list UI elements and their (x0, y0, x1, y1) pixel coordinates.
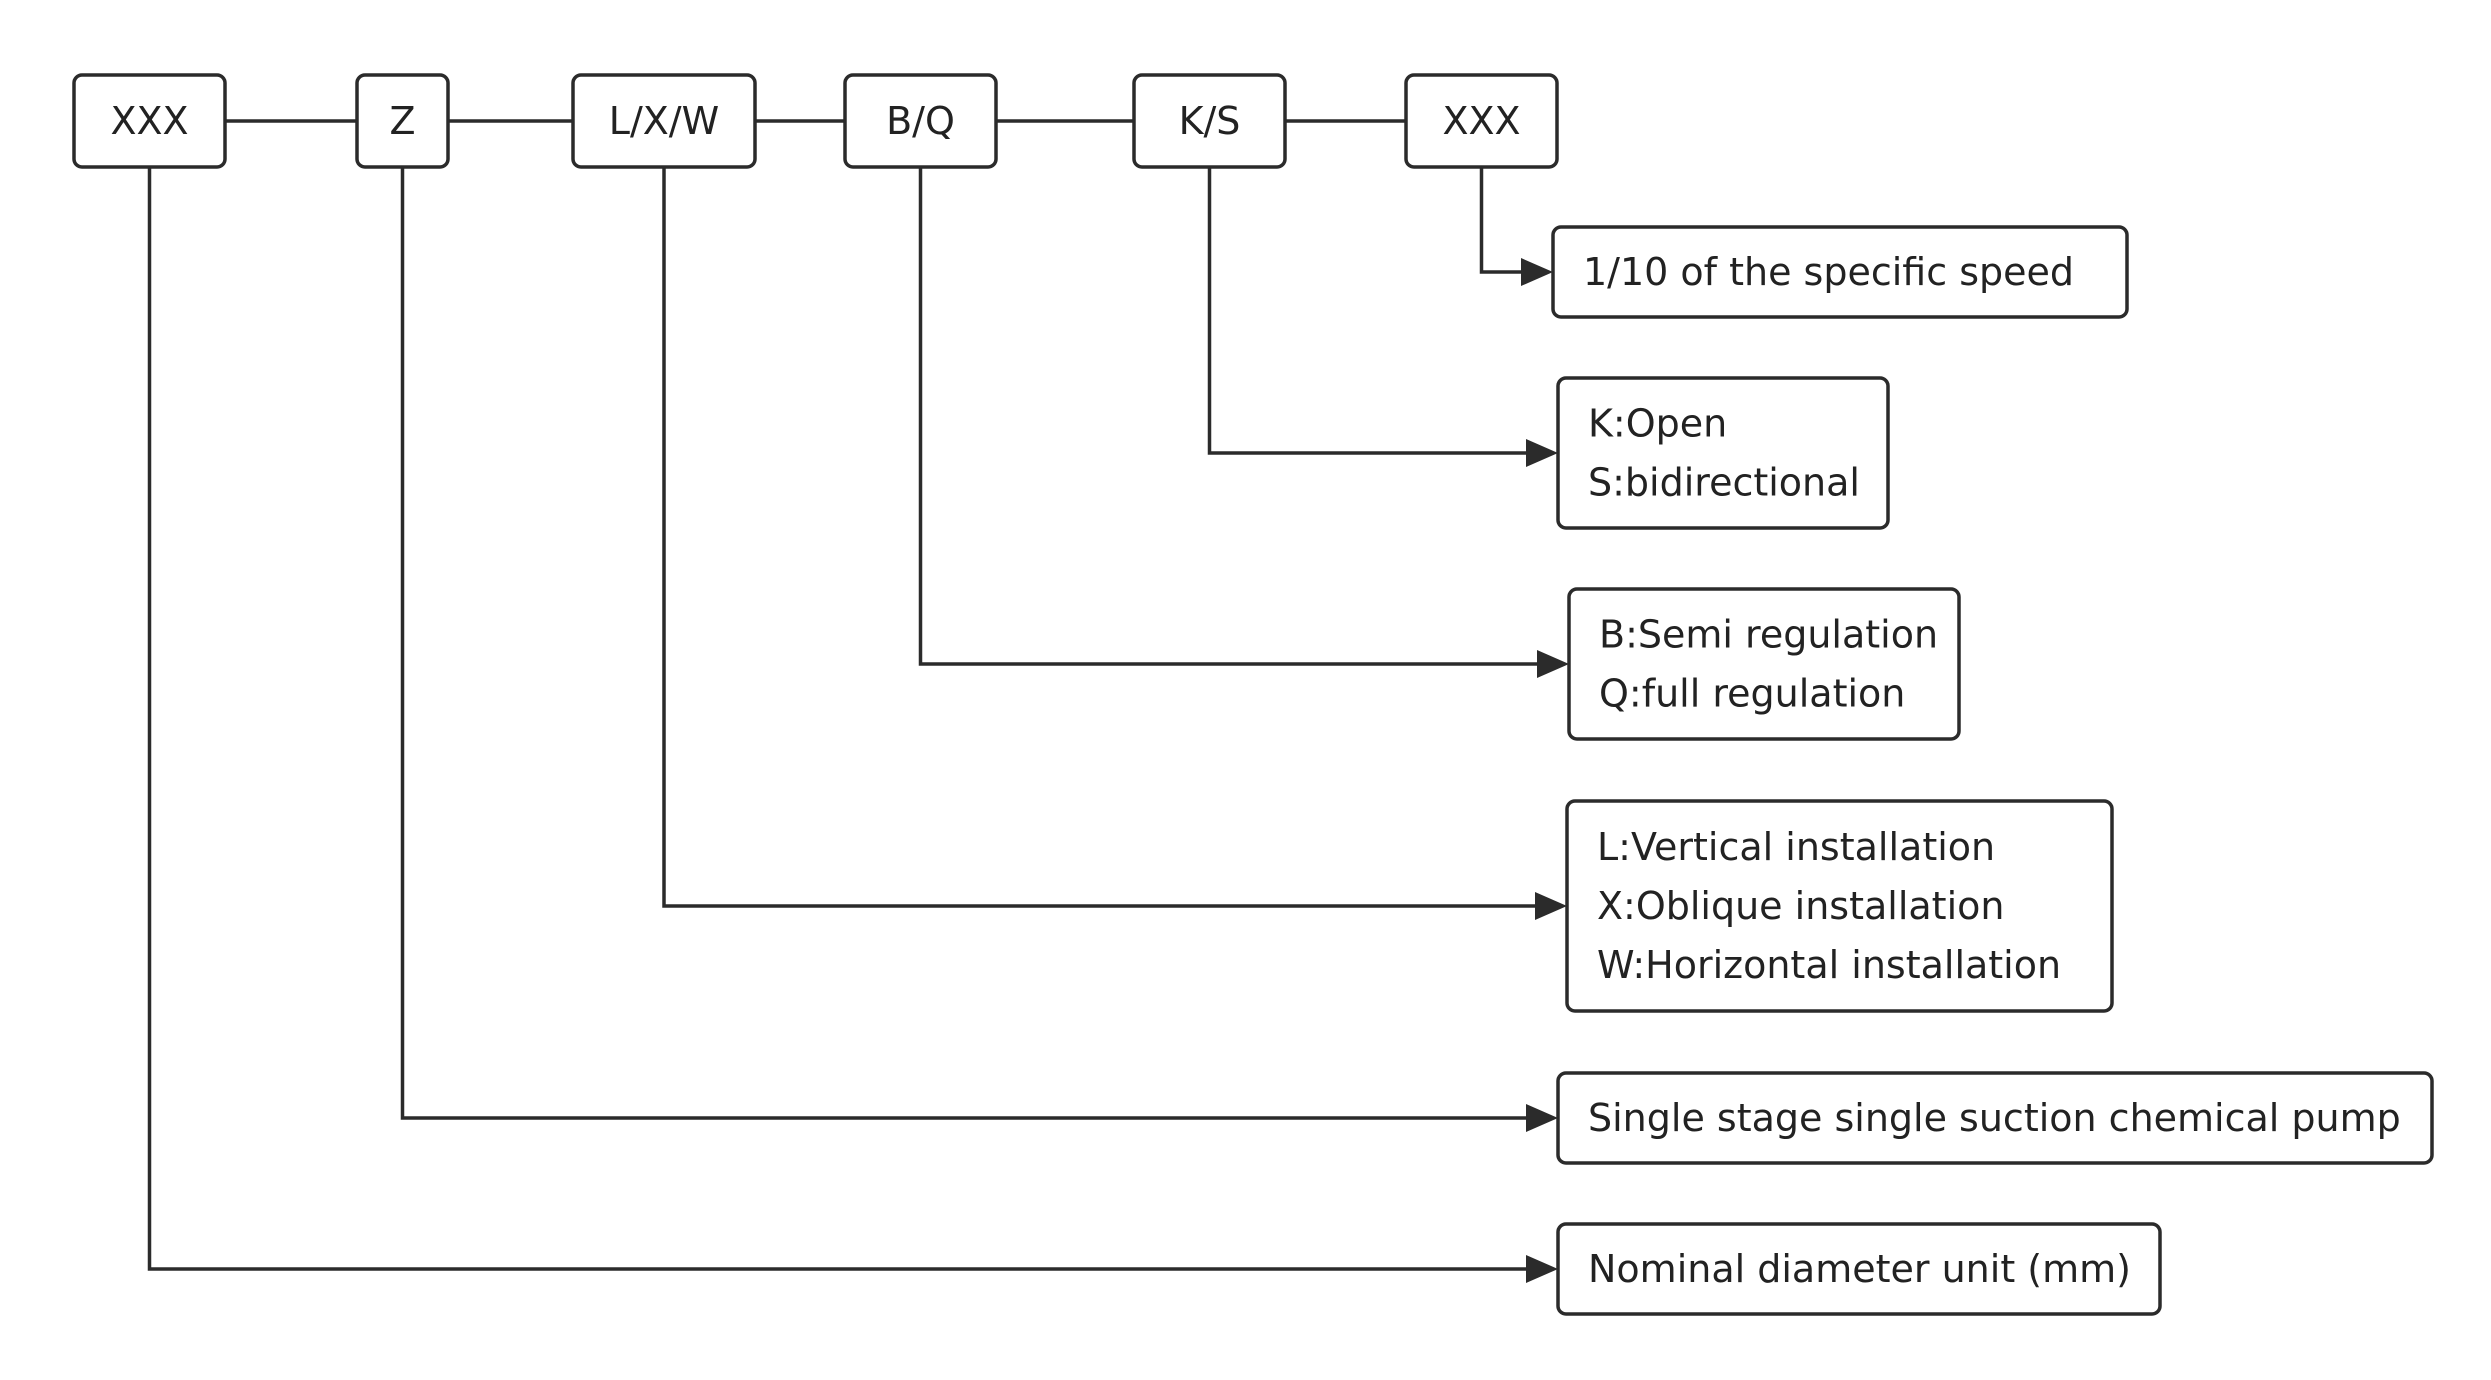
description-box-installation-code-frame (1565, 799, 2114, 1013)
arrowhead-icon (1535, 892, 1567, 920)
code-box-speed-code: XXX (1404, 73, 1559, 169)
description-box-diameter-code: Nominal diameter unit (mm) (1556, 1222, 2162, 1316)
arrowhead-icon (1526, 1104, 1558, 1132)
code-box-installation-code: L/X/W (571, 73, 757, 169)
connector-layer (147, 119, 1569, 1283)
description-box-regulation-code-frame (1567, 587, 1961, 741)
arrowhead-icon (1526, 1255, 1558, 1283)
description-box-impeller-code-line-1: K:Open (1588, 402, 1727, 446)
arrow-line-installation-code (662, 167, 1535, 908)
code-box-type-code-frame (355, 73, 450, 169)
description-box-speed-code-line-1: 1/10 of the specific speed (1583, 250, 2074, 294)
description-box-diameter-code-frame (1556, 1222, 2162, 1316)
description-box-installation-code-line-1: L:Vertical installation (1597, 825, 1995, 869)
code-box-diameter-code-line-1: XXX (110, 99, 188, 143)
code-box-installation-code-line-1: L/X/W (609, 99, 719, 143)
code-box-speed-code-line-1: XXX (1442, 99, 1520, 143)
code-box-diameter-code: XXX (72, 73, 227, 169)
description-box-diameter-code-line-1: Nominal diameter unit (mm) (1588, 1247, 2131, 1291)
description-box-regulation-code-line-1: B:Semi regulation (1599, 613, 1938, 657)
description-box-type-code-frame (1556, 1071, 2434, 1165)
description-box-type-code-line-1: Single stage single suction chemical pum… (1588, 1096, 2401, 1140)
description-box-impeller-code-frame (1556, 376, 1890, 530)
description-box-speed-code: 1/10 of the specific speed (1551, 225, 2129, 319)
description-box-type-code: Single stage single suction chemical pum… (1556, 1071, 2434, 1165)
code-box-type-code: Z (355, 73, 450, 169)
code-box-impeller-code-frame (1132, 73, 1287, 169)
arrowhead-icon (1526, 439, 1558, 467)
code-box-type-code-line-1: Z (389, 99, 415, 143)
box-layer: XXX Z L/X/W B/Q K/S XXX 1/10 of the specific s… (72, 73, 2434, 1316)
arrowhead-icon (1537, 650, 1569, 678)
code-box-regulation-code-frame (843, 73, 998, 169)
code-box-regulation-code: B/Q (843, 73, 998, 169)
code-box-speed-code-frame (1404, 73, 1559, 169)
arrow-line-type-code (400, 167, 1526, 1120)
arrow-line-impeller-code (1207, 167, 1526, 455)
arrow-line-speed-code (1479, 167, 1521, 274)
code-box-diameter-code-frame (72, 73, 227, 169)
arrowhead-icon (1521, 258, 1553, 286)
description-box-installation-code-line-2: X:Oblique installation (1597, 884, 2004, 928)
code-box-impeller-code: K/S (1132, 73, 1287, 169)
description-box-regulation-code-line-2: Q:full regulation (1599, 672, 1905, 716)
description-box-speed-code-frame (1551, 225, 2129, 319)
description-box-installation-code-line-3: W:Horizontal installation (1597, 943, 2061, 987)
arrow-line-regulation-code (918, 167, 1537, 666)
code-box-installation-code-frame (571, 73, 757, 169)
arrow-line-diameter-code (147, 167, 1526, 1271)
code-box-impeller-code-line-1: K/S (1179, 99, 1241, 143)
description-box-impeller-code-line-2: S:bidirectional (1588, 461, 1860, 505)
code-box-regulation-code-line-1: B/Q (886, 99, 955, 143)
